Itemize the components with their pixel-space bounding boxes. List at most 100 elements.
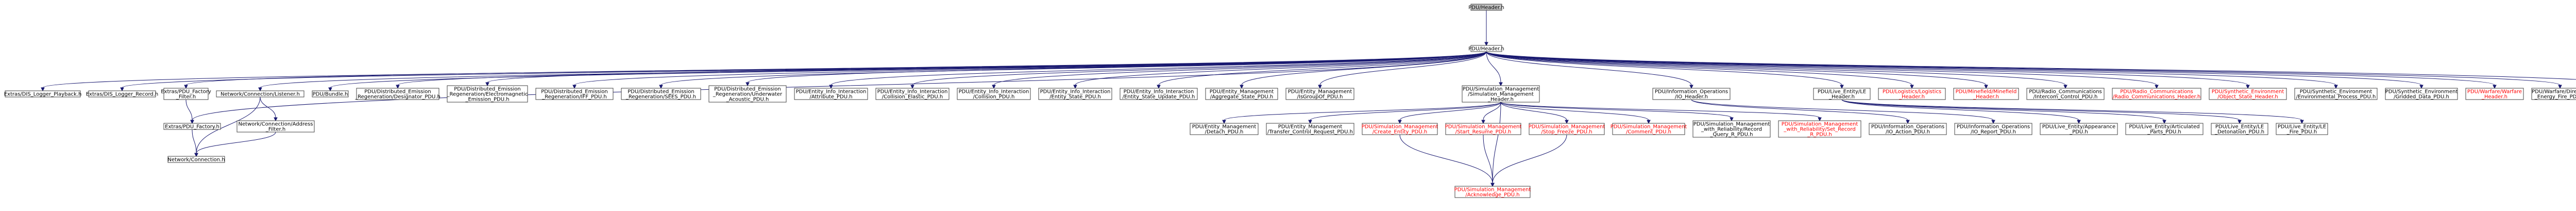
- node-label-line: _Regeneration/IFF_PDU.h: [541, 94, 606, 100]
- node-pdu-information-operations-io-action-pdu-h[interactable]: PDU/Information_Operations/IO_Action_PDU…: [1869, 123, 1947, 135]
- node-pdu-distributed-emission-regeneration-iff-pdu-h[interactable]: PDU/Distributed_Emission_Regeneration/IF…: [535, 88, 614, 100]
- node-label-line: /IO_Report_PDU.h: [1971, 129, 2016, 135]
- node-pdu-entity-info-interaction-entity-state-update-pdu-h[interactable]: PDU/Entity_Info_Interaction/Entity_State…: [1120, 88, 1198, 100]
- node-pdu-entity-management-transfer-control-request-pdu-h[interactable]: PDU/Entity_Management/Transfer_Control_R…: [1266, 123, 1354, 135]
- node-pdu-entity-management-isgroupof-pdu-h[interactable]: PDU/Entity_Management/IsGroupOf_PDU.h: [1285, 88, 1354, 100]
- node-pdu-information-operations-io-header-h[interactable]: PDU/Information_Operations/IO_Header.h: [1652, 88, 1731, 100]
- node-pdu-entity-management-detach-pdu-h[interactable]: PDU/Entity_Management/Detach_PDU.h: [1190, 123, 1259, 135]
- node-box: [163, 123, 221, 130]
- node-box: [2385, 88, 2458, 100]
- node-pdu-simulation-management-simulation-management-header-h[interactable]: PDU/Simulation_Management/Simulation_Man…: [1462, 85, 1540, 103]
- node-box: [957, 88, 1031, 100]
- node-pdu-distributed-emission-regeneration-sees-pdu-h[interactable]: PDU/Distributed_Emission_Regeneration/SE…: [621, 88, 701, 100]
- node-pdu-entity-info-interaction-attribute-pdu-h[interactable]: PDU/Entity_Info_Interaction/Attribute_PD…: [794, 88, 868, 100]
- node-label-line: /Aggregate_State_PDU.h: [1210, 94, 1274, 100]
- node-extras-pdu-factory-filter-h[interactable]: Extras/PDU_Factory_Filter.h: [161, 88, 211, 100]
- node-pdu-warfare-directed-energy-fire-pdu-h[interactable]: PDU/Warfare/Directed_Energy_Fire_PDU.h: [2531, 88, 2576, 100]
- node-label-line: Extras/PDU_Factory: [161, 89, 211, 95]
- node-label-line: PDU/Live_Entity/Appearance: [2042, 124, 2115, 130]
- node-label-line: /Collision_PDU.h: [973, 94, 1015, 100]
- node-pdu-simulation-management-start-resume-pdu-h[interactable]: PDU/Simulation_Management/Start_Resume_P…: [1445, 123, 1522, 135]
- edge-hdr-to-rc2: [1486, 51, 2159, 89]
- node-pdu-radio-communications-intercom-control-pdu-h[interactable]: PDU/Radio_Communications/Intercom_Contro…: [2026, 88, 2105, 100]
- node-pdu-entity-management-aggregate-state-pdu-h[interactable]: PDU/Entity_Management/Aggregate_State_PD…: [1205, 88, 1278, 100]
- node-label-line: PDU/Simulation_Management: [1362, 124, 1438, 130]
- node-pdu-radio-communications-radio-communications-header-h[interactable]: PDU/Radio_Communications/Radio_Communica…: [2112, 88, 2201, 100]
- edge-hdr-to-em2: [1318, 51, 1487, 89]
- node-box: [356, 88, 439, 100]
- node-label-line: PDU/Simulation_Management: [1529, 124, 1605, 130]
- node-pdu-bundle-h[interactable]: PDU/Bundle.h: [312, 90, 349, 98]
- graph-nodes: PDU/Header.hPDU/Header.hExtras/DIS_Logge…: [4, 4, 2576, 198]
- node-pdu-simulation-management-with-reliability-set-record-r-pdu-h[interactable]: PDU/Simulation_Management_with_Reliabili…: [1778, 120, 1861, 138]
- edge-smh-to-sm4: [1500, 102, 1651, 124]
- node-pdu-information-operations-io-report-pdu-h[interactable]: PDU/Information_Operations/IO_Report_PDU…: [1954, 123, 2032, 135]
- node-pdu-minefield-minefield-header-h[interactable]: PDU/Minefield/Minefield_Header.h: [1953, 88, 2019, 100]
- node-network-connection-h[interactable]: Network/Connection.h: [167, 156, 225, 163]
- node-pdu-synthetic-environment-object-state-header-h[interactable]: PDU/Synthetic_Environment/Object_State_H…: [2209, 88, 2287, 100]
- node-label-line: PDU/Simulation_Management: [1445, 124, 1522, 130]
- node-label-line: _Regeneration/Designator_PDU.h: [354, 94, 440, 100]
- node-box: [621, 88, 701, 100]
- node-pdu-live-entity-le-header-h[interactable]: PDU/Live_Entity/LE_Header.h: [1813, 88, 1871, 100]
- node-pdu-warfare-warfare-header-h[interactable]: PDU/Warfare/Warfare_Header.h: [2465, 88, 2524, 100]
- node-label-line: PDU/Logistics/Logistics: [1883, 89, 1941, 95]
- node-pdu-simulation-management-stop-freeze-pdu-h[interactable]: PDU/Simulation_Management/Stop_Freeze_PD…: [1529, 123, 1605, 135]
- node-label-line: _Regeneration/SEES_PDU.h: [625, 94, 696, 100]
- node-box: [2276, 123, 2328, 135]
- edge-smh-to-sm3: [1500, 102, 1569, 124]
- node-label-line: Extras/PDU_Factory.h: [165, 124, 219, 130]
- node-box: [447, 85, 528, 103]
- node-pdu-distributed-emission-regeneration-underwater-acoustic-pdu-h[interactable]: PDU/Distributed_Emission_Regeneration/Un…: [708, 85, 787, 103]
- node-box: [1470, 4, 1502, 11]
- node-extras-pdu-factory-h[interactable]: Extras/PDU_Factory.h: [163, 123, 221, 130]
- node-pdu-simulation-management-with-reliability-record-query-r-pdu-h[interactable]: PDU/Simulation_Management_with_Reliabili…: [1692, 120, 1771, 138]
- node-pdu-entity-info-interaction-entity-state-pdu-h[interactable]: PDU/Entity_Info_Interaction/Entity_State…: [1038, 88, 1112, 100]
- node-label-line: PDU/Distributed_Emission: [454, 87, 521, 92]
- node-box: [1878, 88, 1946, 100]
- node-label-line: _Fire_PDU.h: [2286, 129, 2317, 135]
- node-label-line: /Detach_PDU.h: [1205, 129, 1244, 135]
- node-pdu-live-entity-le-fire-pdu-h[interactable]: PDU/Live_Entity/LE_Fire_PDU.h: [2276, 123, 2328, 135]
- node-box: [2211, 123, 2268, 135]
- node-box: [236, 120, 315, 133]
- node-pdu-synthetic-environment-environmental-process-pdu-h[interactable]: PDU/Synthetic_Environment/Environmental_…: [2294, 88, 2378, 100]
- node-pdu-entity-info-interaction-collision-pdu-h[interactable]: PDU/Entity_Info_Interaction/Collision_PD…: [957, 88, 1031, 100]
- node-pdu-live-entity-articulated-parts-pdu-h[interactable]: PDU/Live_Entity/Articulated_Parts_PDU.h: [2125, 123, 2204, 135]
- node-pdu-live-entity-le-detonation-pdu-h[interactable]: PDU/Live_Entity/LE_Detonation_PDU.h: [2211, 123, 2268, 135]
- node-pdu-entity-info-interaction-collision-elastic-pdu-h[interactable]: PDU/Entity_Info_Interaction/Collision_El…: [875, 88, 950, 100]
- edge-hdr-to-w2: [1486, 51, 2562, 89]
- node-extras-dis-logger-record-h[interactable]: Extras/DIS_Logger_Record.h: [86, 90, 159, 98]
- node-label-line: PDU/Radio_Communications: [2120, 89, 2193, 95]
- node-pdu-simulation-management-create-entity-pdu-h[interactable]: PDU/Simulation_Management/Create_Entity_…: [1362, 123, 1438, 135]
- node-box: [794, 88, 868, 100]
- edge-hdr-to-pff: [184, 51, 1487, 89]
- edge-smh-to-sm1: [1398, 102, 1501, 124]
- node-label-line: /Start_Resume_PDU.h: [1455, 129, 1511, 135]
- node-label-line: PDU/Entity_Management: [1288, 89, 1352, 95]
- node-pdu-live-entity-appearance-pdu-h[interactable]: PDU/Live_Entity/Appearance_PDU.h: [2040, 123, 2118, 135]
- node-label-line: _R_PDU.h: [1807, 132, 1832, 138]
- node-label-line: Network/Connection/Listener.h: [221, 92, 300, 98]
- node-box: [1954, 123, 2032, 135]
- node-extras-dis-logger-playback-h[interactable]: Extras/DIS_Logger_Playback.h: [4, 90, 82, 98]
- node-pdu-synthetic-environment-gridded-data-pdu-h[interactable]: PDU/Synthetic_Environment/Gridded_Data_P…: [2385, 88, 2458, 100]
- node-network-connection-listener-h[interactable]: Network/Connection/Listener.h: [216, 90, 304, 98]
- node-pdu-header-h[interactable]: PDU/Header.h: [1468, 4, 1504, 11]
- node-label-line: PDU/Warfare/Directed: [2532, 89, 2576, 95]
- node-label-line: /Object_State_Header.h: [2217, 94, 2278, 100]
- node-pdu-distributed-emission-regeneration-electromagnetic-emission-pdu-h[interactable]: PDU/Distributed_Emission_Regeneration/El…: [447, 85, 528, 103]
- node-pdu-simulation-management-acknowledge-pdu-h[interactable]: PDU/Simulation_Management/Acknowledge_PD…: [1454, 186, 1531, 198]
- node-pdu-simulation-management-comment-pdu-h[interactable]: PDU/Simulation_Management/Comment_PDU.h: [1611, 123, 1687, 135]
- node-label-line: PDU/Synthetic_Environment: [2300, 89, 2372, 95]
- node-label-line: /Attribute_PDU.h: [809, 94, 852, 100]
- node-box: [1266, 123, 1354, 135]
- node-network-connection-address-filter-h[interactable]: Network/Connection/Address_Filter.h: [236, 120, 315, 133]
- node-label-line: /Intercom_Control_PDU.h: [2033, 94, 2098, 100]
- node-box: [167, 156, 225, 163]
- node-pdu-header-h[interactable]: PDU/Header.h: [1468, 45, 1504, 52]
- edge-sm1-to-sma: [1399, 134, 1495, 187]
- node-pdu-logistics-logistics-header-h[interactable]: PDU/Logistics/Logistics_Header.h: [1878, 88, 1946, 100]
- node-label-line: PDU/Live_Entity/LE: [1818, 89, 1866, 95]
- node-pdu-distributed-emission-regeneration-designator-pdu-h[interactable]: PDU/Distributed_Emission_Regeneration/De…: [354, 88, 440, 100]
